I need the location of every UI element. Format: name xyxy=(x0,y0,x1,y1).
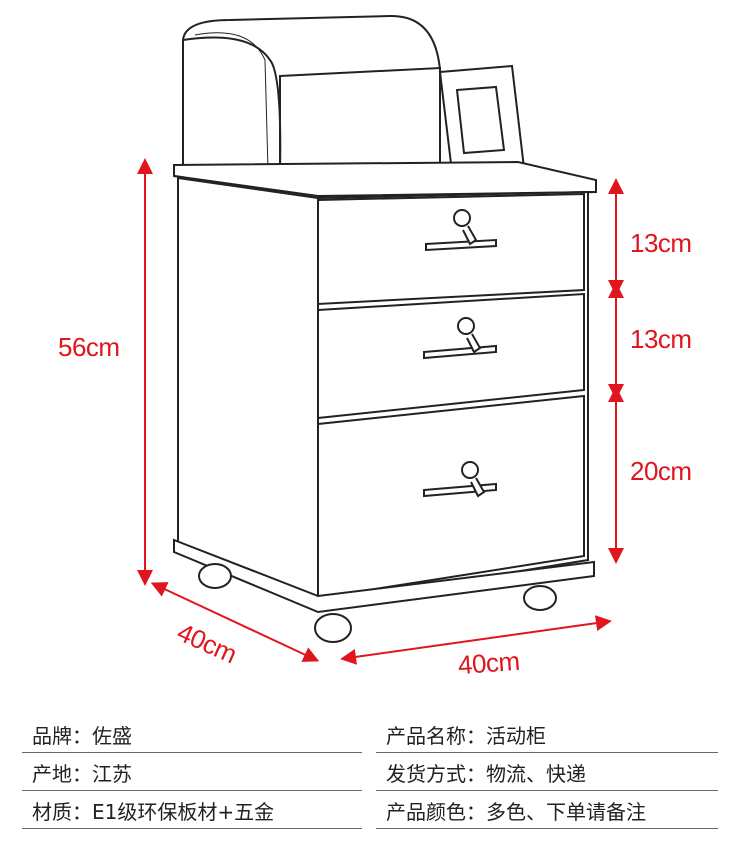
spec-value: E1级环保板材+五金 xyxy=(92,800,275,824)
drawer-2-height-label: 13cm xyxy=(630,324,692,354)
spec-value: 物流、快递 xyxy=(486,762,586,786)
spec-key: 产品名称 xyxy=(386,724,466,748)
product-diagram: 56cm 13cm 13cm 20cm 40cm 40cm xyxy=(58,14,692,681)
spec-value: 江苏 xyxy=(92,762,132,786)
cabinet-drawing xyxy=(173,160,597,643)
spec-row: 发货方式：物流、快递 xyxy=(376,758,718,791)
spec-sep: ： xyxy=(466,800,486,824)
spec-row: 材质：E1级环保板材+五金 xyxy=(22,796,362,829)
spec-value: 多色、下单请备注 xyxy=(486,800,646,824)
spec-row: 产品颜色：多色、下单请备注 xyxy=(376,796,718,829)
spec-key: 产地 xyxy=(32,762,72,786)
spec-sep: ： xyxy=(466,762,486,786)
spec-row: 产品名称：活动柜 xyxy=(376,720,718,753)
width-label: 40cm xyxy=(456,645,521,681)
cabinet-illustration xyxy=(137,14,624,665)
photo-frame-drawing xyxy=(438,64,526,174)
drawer-3-height-label: 20cm xyxy=(630,456,692,486)
drawer-1-height-label: 13cm xyxy=(630,228,692,258)
spec-sep: ： xyxy=(72,724,92,748)
spec-sep: ： xyxy=(72,800,92,824)
height-total-label: 56cm xyxy=(58,332,120,362)
dimension-lines xyxy=(137,158,624,665)
spec-key: 产品颜色 xyxy=(386,800,466,824)
spec-key: 发货方式 xyxy=(386,762,466,786)
spec-key: 品牌 xyxy=(32,724,72,748)
printer-drawing xyxy=(182,14,441,174)
spec-sep: ： xyxy=(466,724,486,748)
spec-row: 品牌：佐盛 xyxy=(22,720,362,753)
spec-value: 活动柜 xyxy=(486,724,546,748)
spec-key: 材质 xyxy=(32,800,72,824)
spec-value: 佐盛 xyxy=(92,724,132,748)
spec-row: 产地：江苏 xyxy=(22,758,362,791)
spec-sep: ： xyxy=(72,762,92,786)
